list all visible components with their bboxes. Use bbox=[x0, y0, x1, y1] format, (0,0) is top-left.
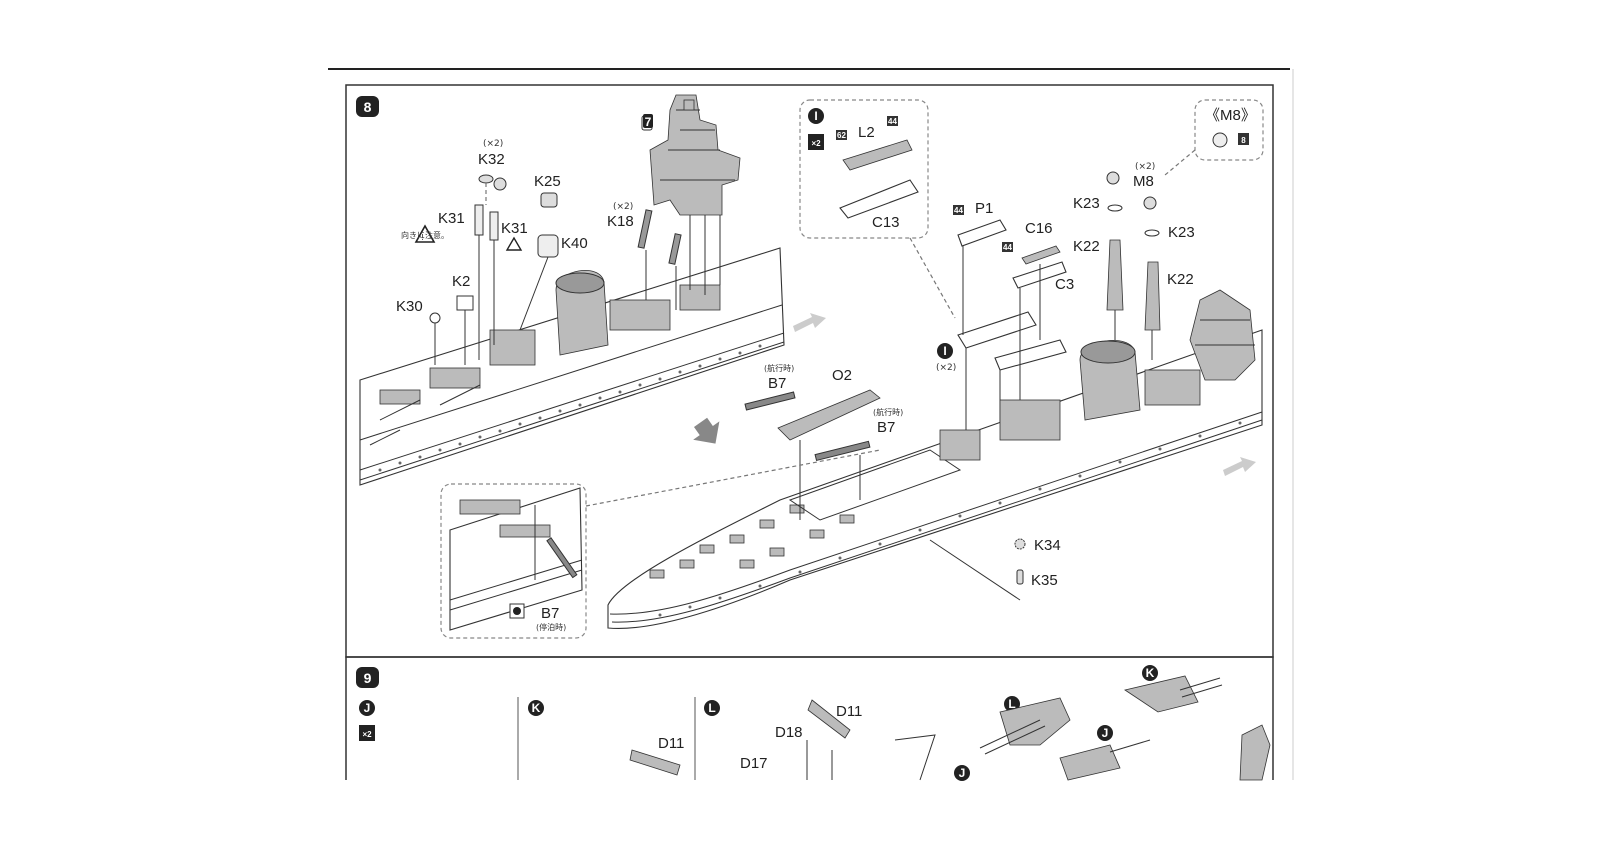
svg-text:L: L bbox=[1008, 697, 1015, 711]
svg-text:J: J bbox=[364, 701, 371, 715]
svg-text:!: ! bbox=[421, 233, 424, 242]
part-k40: K40 bbox=[519, 234, 588, 331]
svg-text:(×2): (×2) bbox=[483, 139, 503, 149]
svg-text:(×2): (×2) bbox=[613, 202, 633, 212]
svg-text:(航行時): (航行時) bbox=[764, 363, 794, 373]
svg-text:L2: L2 bbox=[858, 124, 875, 141]
svg-text:B7: B7 bbox=[877, 419, 895, 436]
boat-leader bbox=[909, 237, 956, 319]
part-p1-c16-c3-boats: 44 P1 C16 44 C3 I (×2) bbox=[936, 200, 1074, 460]
part-b7-o2: (航行時) B7 O2 (航行時) B7 bbox=[744, 363, 903, 520]
down-arrow bbox=[693, 417, 720, 444]
svg-text:L: L bbox=[708, 701, 715, 715]
svg-text:M8: M8 bbox=[1133, 173, 1154, 190]
step-8-badge: 8 bbox=[356, 96, 379, 117]
m8-inset: 《M8》 8 bbox=[1164, 99, 1264, 176]
svg-text:(×2): (×2) bbox=[936, 363, 956, 373]
ship-bow-illustration bbox=[607, 289, 1263, 630]
svg-text:K35: K35 bbox=[1031, 572, 1058, 589]
svg-text:7: 7 bbox=[645, 115, 652, 129]
svg-text:K23: K23 bbox=[1168, 224, 1195, 241]
svg-text:K23: K23 bbox=[1073, 195, 1100, 212]
svg-text:K32: K32 bbox=[478, 151, 505, 168]
move-arrow bbox=[1223, 457, 1256, 476]
bridge-tower-assembly: 7 7 bbox=[641, 94, 741, 295]
move-arrow bbox=[793, 313, 826, 332]
svg-text:D17: D17 bbox=[740, 755, 768, 772]
part-k25: K25 bbox=[534, 173, 561, 208]
svg-text:K34: K34 bbox=[1034, 537, 1061, 554]
boat-inset: I ×2 L2 62 44 C13 bbox=[799, 99, 929, 239]
part-k2: K2 bbox=[452, 273, 474, 365]
svg-text:P1: P1 bbox=[975, 200, 993, 217]
inset-leader bbox=[585, 449, 881, 507]
part-k18: (×2) K18 bbox=[607, 202, 682, 310]
svg-text:D18: D18 bbox=[775, 724, 803, 741]
svg-text:D11: D11 bbox=[836, 703, 862, 720]
svg-text:向きに注意。: 向きに注意。 bbox=[401, 230, 449, 240]
svg-text:D11: D11 bbox=[658, 735, 684, 752]
svg-text:K31: K31 bbox=[438, 210, 465, 227]
warning-icon bbox=[505, 236, 523, 251]
svg-text:K22: K22 bbox=[1167, 271, 1194, 288]
step-9-badge: 9 bbox=[356, 667, 379, 688]
svg-text:C3: C3 bbox=[1055, 276, 1074, 293]
warning-icon bbox=[414, 224, 436, 243]
svg-text:9: 9 bbox=[364, 670, 372, 686]
svg-text:×2: ×2 bbox=[811, 139, 821, 148]
svg-text:I: I bbox=[943, 344, 946, 358]
svg-text:C13: C13 bbox=[872, 214, 900, 231]
part-k30: K30 bbox=[396, 298, 441, 365]
svg-text:I: I bbox=[814, 109, 817, 123]
anchored-b7-inset: B7 (停泊時) bbox=[440, 483, 587, 639]
svg-text:×2: ×2 bbox=[362, 730, 372, 739]
svg-text:B7: B7 bbox=[541, 605, 559, 622]
ship-midship-illustration bbox=[359, 247, 785, 486]
svg-text:44: 44 bbox=[1003, 243, 1012, 252]
part-k34-k35: K34 K35 bbox=[929, 537, 1061, 601]
step9-content: J ×2 K L D11 D11 D18 D17 L K J J bbox=[359, 665, 1271, 781]
svg-text:B7: B7 bbox=[768, 375, 786, 392]
svg-text:K2: K2 bbox=[452, 273, 470, 290]
step9-frame bbox=[345, 656, 1274, 780]
svg-text:O2: O2 bbox=[832, 367, 852, 384]
svg-text:K40: K40 bbox=[561, 235, 588, 252]
svg-text:8: 8 bbox=[364, 99, 372, 115]
svg-text:K: K bbox=[532, 701, 541, 715]
svg-text:44: 44 bbox=[954, 206, 963, 215]
svg-text:44: 44 bbox=[888, 117, 897, 126]
svg-text:K: K bbox=[1146, 666, 1155, 680]
svg-text:K25: K25 bbox=[534, 173, 561, 190]
svg-text:J: J bbox=[959, 766, 966, 780]
svg-text:62: 62 bbox=[837, 131, 846, 140]
svg-text:C16: C16 bbox=[1025, 220, 1053, 237]
svg-text:K30: K30 bbox=[396, 298, 423, 315]
part-k32: (×2) K32 bbox=[478, 139, 507, 205]
part-k31-pair: ! K31 向きに注意。 K31 bbox=[401, 204, 528, 360]
svg-text:(停泊時): (停泊時) bbox=[536, 622, 566, 632]
svg-text:8: 8 bbox=[1241, 136, 1246, 145]
part-m8-k23-k22: (×2) M8 K23 K23 K22 K22 bbox=[1073, 162, 1195, 360]
svg-text:K18: K18 bbox=[607, 213, 634, 230]
svg-text:J: J bbox=[1102, 726, 1109, 740]
svg-text:(×2): (×2) bbox=[1135, 162, 1155, 172]
svg-text:《M8》: 《M8》 bbox=[1205, 107, 1256, 124]
svg-text:K31: K31 bbox=[501, 220, 528, 237]
svg-text:(航行時): (航行時) bbox=[873, 407, 903, 417]
svg-text:K22: K22 bbox=[1073, 238, 1100, 255]
